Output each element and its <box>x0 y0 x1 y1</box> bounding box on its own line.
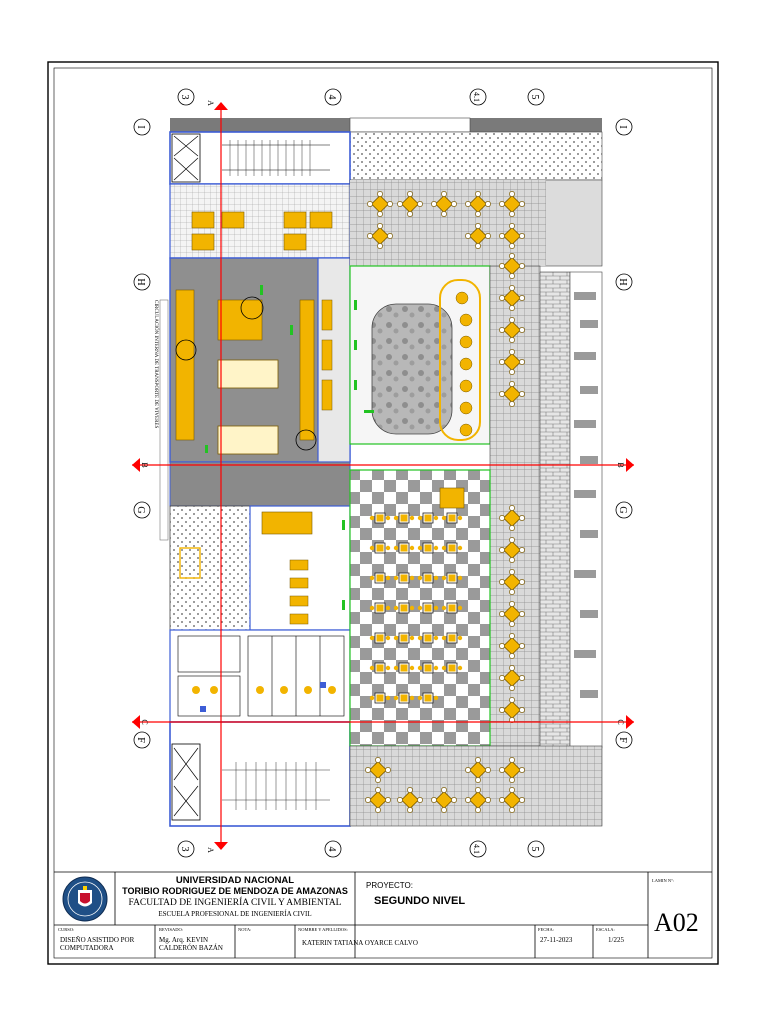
section-lines <box>132 110 634 842</box>
section-mark-b-right: B <box>616 462 625 467</box>
note-label: NOTA: <box>238 927 252 932</box>
axis-label-row-i-right: I <box>617 125 628 128</box>
axis-top-3 <box>177 88 195 106</box>
course-label: CURSO: <box>58 927 75 932</box>
section-mark-a-top: A <box>206 100 215 106</box>
axis-label-row-h-left: H <box>135 278 146 285</box>
axis-label-top-4: 4 <box>326 95 337 100</box>
title-block-frame <box>54 871 712 958</box>
university-seal <box>62 876 108 922</box>
sheet-border <box>47 61 719 965</box>
reviewed-value-2: CALDERÓN BAZÁN <box>159 944 223 952</box>
course-value-1: DISEÑO ASISTIDO POR <box>60 936 135 944</box>
axis-label-top-3: 3 <box>179 95 190 100</box>
floor-plan <box>159 117 603 827</box>
section-mark-c-right: C <box>616 719 625 724</box>
axis-label-row-i-left: I <box>135 125 146 128</box>
reviewed-label: REVISADO: <box>159 927 184 932</box>
author-name: KATERIN TATIANA OYARCE CALVO <box>302 939 418 947</box>
section-mark-b-left: B <box>140 462 149 467</box>
sheet-code: A02 <box>654 908 699 937</box>
corridor-note: CIRCULACIÓN INTERNA DE TRANSPORTE DE VIV… <box>153 300 159 428</box>
scale-label: ESCALA: <box>596 927 615 932</box>
date-label: FECHA: <box>538 927 555 932</box>
university-name-line2: TORIBIO RODRIGUEZ DE MENDOZA DE AMAZONAS <box>122 886 348 896</box>
school-name: ESCUELA PROFESIONAL DE INGENIERÍA CIVIL <box>158 910 312 918</box>
grid-axes <box>133 88 633 858</box>
axis-label-top-4-1: 4.1 <box>472 92 481 102</box>
date-value: 27-11-2023 <box>540 936 573 944</box>
name-label: NOMBRE Y APELLIDOS: <box>298 927 348 932</box>
faculty-name: FACULTAD DE INGENIERÍA CIVIL Y AMBIENTAL <box>128 898 342 908</box>
scale-value: 1/225 <box>608 936 624 944</box>
axis-label-row-g-right: G <box>617 506 628 513</box>
axis-label-row-h-right: H <box>617 278 628 285</box>
university-name-line1: UNIVERSIDAD NACIONAL <box>175 875 295 886</box>
inner-border <box>53 67 713 959</box>
axis-top-4-1 <box>469 88 487 106</box>
section-mark-a-bottom: A <box>206 847 215 853</box>
axis-label-bottom-5: 5 <box>529 847 540 852</box>
axis-label-row-g-left: G <box>135 506 146 513</box>
lamina-label: LAMIN N°: <box>652 878 675 883</box>
axis-label-bottom-4: 4 <box>326 847 337 852</box>
course-value-2: COMPUTADORA <box>60 944 114 952</box>
project-name: SEGUNDO NIVEL <box>374 895 466 907</box>
axis-label-bottom-4-1: 4.1 <box>472 844 481 854</box>
axis-top-4 <box>324 88 342 106</box>
axis-label-row-f-right: F <box>617 737 628 743</box>
reviewed-value-1: Mg. Arq. KEVIN <box>159 936 208 944</box>
axis-top-5 <box>527 88 545 106</box>
axis-label-top-5: 5 <box>529 95 540 100</box>
section-mark-c-left: C <box>140 719 149 724</box>
axis-label-row-f-left: F <box>135 737 146 743</box>
project-label: PROYECTO: <box>366 881 413 890</box>
axis-label-bottom-3: 3 <box>179 847 190 852</box>
